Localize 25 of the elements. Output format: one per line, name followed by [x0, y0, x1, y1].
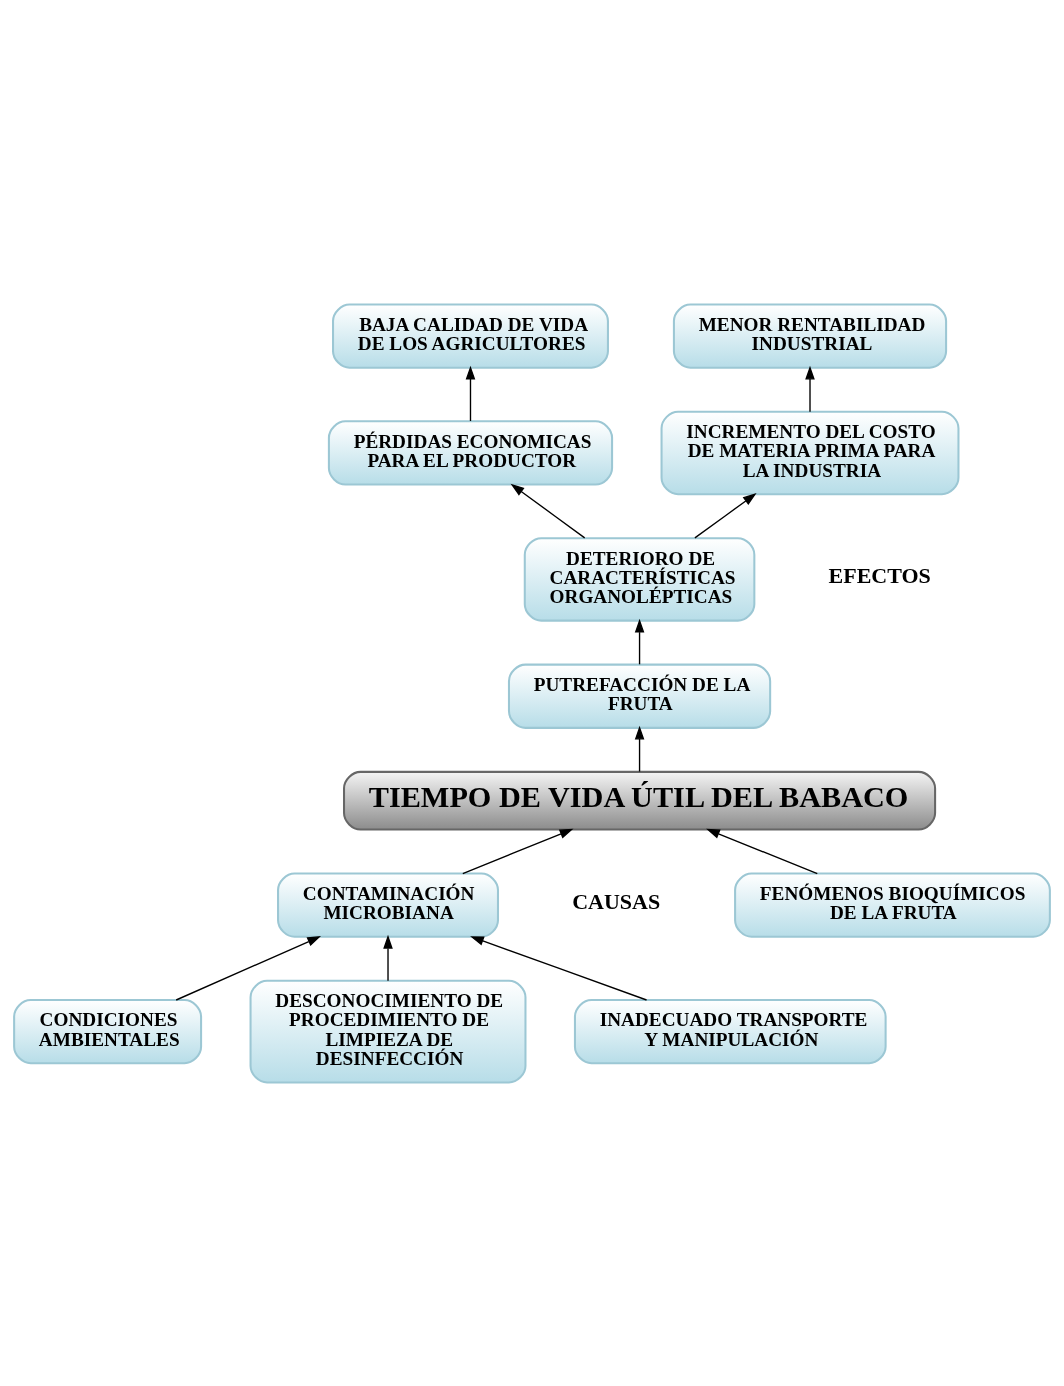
node-box: CONDICIONES AMBIENTALES: [13, 998, 203, 1064]
arrow: [383, 934, 393, 981]
arrow: [805, 365, 815, 412]
arrow: [470, 935, 648, 1001]
node-box: PUTREFACCIÓN DE LA FRUTA: [507, 663, 772, 729]
node-box: TIEMPO DE VIDA ÚTIL DEL BABACO: [343, 770, 937, 831]
arrow: [694, 492, 757, 539]
arrow: [462, 828, 574, 874]
node-box: DESCONOCIMIENTO DE PROCEDIMIENTO DE LIMPIEZA DE DESINFECCIÓN: [249, 979, 527, 1084]
node-box: INCREMENTO DEL COSTO DE MATERIA PRIMA PARA LA INDUSTRIA: [660, 410, 960, 495]
node-box: PÉRDIDAS ECONOMICAS PARA EL PRODUCTOR: [327, 419, 614, 486]
label: EFECTOS: [828, 562, 931, 588]
label: CAUSAS: [572, 888, 661, 914]
node-box: DETERIORO DE CARACTERÍSTICAS ORGANOLÉPTICAS: [523, 536, 756, 622]
arrow: [465, 365, 476, 422]
arrow: [634, 725, 645, 772]
node-box: INADECUADO TRANSPORTE Y MANIPULACIÓN: [573, 998, 887, 1064]
node-box: BAJA CALIDAD DE VIDA DE LOS AGRICULTORES: [332, 302, 609, 369]
node-box: CONTAMINACIÓN MICROBIANA: [277, 872, 499, 938]
node-box: FENÓMENOS BIOQUÍMICOS DE LA FRUTA: [734, 872, 1051, 938]
node-box: MENOR RENTABILIDAD INDUSTRIAL: [672, 302, 948, 369]
arrow: [510, 483, 586, 539]
arrow: [634, 618, 645, 665]
arrow: [706, 828, 818, 874]
arrow: [175, 935, 322, 1001]
